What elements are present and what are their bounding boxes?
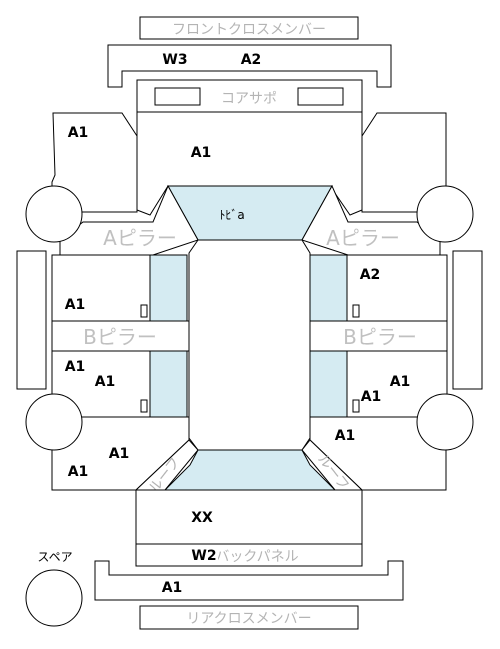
- left-front-door: [51, 254, 153, 322]
- rear-cross-member-bracket: [94, 560, 404, 601]
- b-pillar-left-label: Bピラー: [83, 325, 157, 349]
- front-right-wheel: [416, 185, 474, 243]
- hood-label: ﾄﾋﾞa: [219, 208, 244, 222]
- right-front-glass: [309, 254, 348, 322]
- code-rear-cross-member: A1: [162, 580, 183, 596]
- code-left-rear-lower: A1: [109, 446, 130, 462]
- back-panel-label: バックパネル: [215, 549, 298, 565]
- b-pillar-left: [51, 320, 191, 352]
- left-rear-glass: [149, 350, 188, 418]
- code-left-rear-fender: A1: [68, 464, 89, 480]
- code-front-cross-member: W3: [162, 52, 187, 68]
- right-rear-door-handle: [352, 399, 360, 413]
- rear-right-wheel: [416, 393, 474, 451]
- a-pillar-right: [301, 184, 441, 256]
- roof-panel: [188, 239, 311, 451]
- front-left-wheel: [25, 185, 83, 243]
- left-front-fender: [51, 112, 138, 213]
- right-rear-glass: [309, 350, 348, 418]
- a-pillar-left-label: Aピラー: [103, 226, 177, 250]
- left-rear-door-handle: [140, 399, 148, 413]
- b-pillar-right-label: Bピラー: [343, 325, 417, 349]
- a-pillar-left: [59, 184, 199, 256]
- core-support: コアサポ: [136, 79, 363, 113]
- left-front-glass: [149, 254, 188, 322]
- right-front-door-handle: [352, 304, 360, 318]
- front-cross-member-label: フロントクロスメンバー: [172, 22, 326, 38]
- spare-tire: [25, 569, 83, 627]
- spare-label: スペア: [37, 550, 72, 564]
- code-right-rear-door-lower: A1: [361, 389, 382, 405]
- right-front-door: [346, 254, 448, 322]
- code-back-panel: W2: [191, 548, 216, 564]
- b-pillar-right: [309, 320, 448, 352]
- code-core-area: A1: [191, 145, 212, 161]
- code-right-front-door: A2: [360, 267, 381, 283]
- rear-cross-member-box: リアクロスメンバー: [139, 605, 359, 630]
- trunk-panel: [135, 489, 363, 545]
- code-left-rear-quarter: A1: [65, 359, 86, 375]
- code-left-front-door: A1: [65, 297, 86, 313]
- right-sill: [452, 250, 483, 390]
- code-core-support-center: A2: [241, 52, 262, 68]
- left-sill: [16, 250, 47, 390]
- front-cross-member-bracket: W3 A2: [107, 44, 392, 88]
- code-right-rear-door: A1: [390, 374, 411, 390]
- rear-left-wheel: [25, 393, 83, 451]
- core-support-label: コアサポ: [221, 91, 277, 107]
- front-cross-member-box: フロントクロスメンバー: [139, 16, 359, 40]
- code-left-rear-door: A1: [95, 374, 116, 390]
- a-pillar-right-label: Aピラー: [326, 226, 400, 250]
- code-front-left-fender: A1: [68, 125, 89, 141]
- code-right-quarter: A1: [335, 428, 356, 444]
- rear-cross-member-label: リアクロスメンバー: [186, 611, 311, 627]
- code-trunk: XX: [191, 510, 213, 526]
- left-front-door-handle: [140, 304, 148, 318]
